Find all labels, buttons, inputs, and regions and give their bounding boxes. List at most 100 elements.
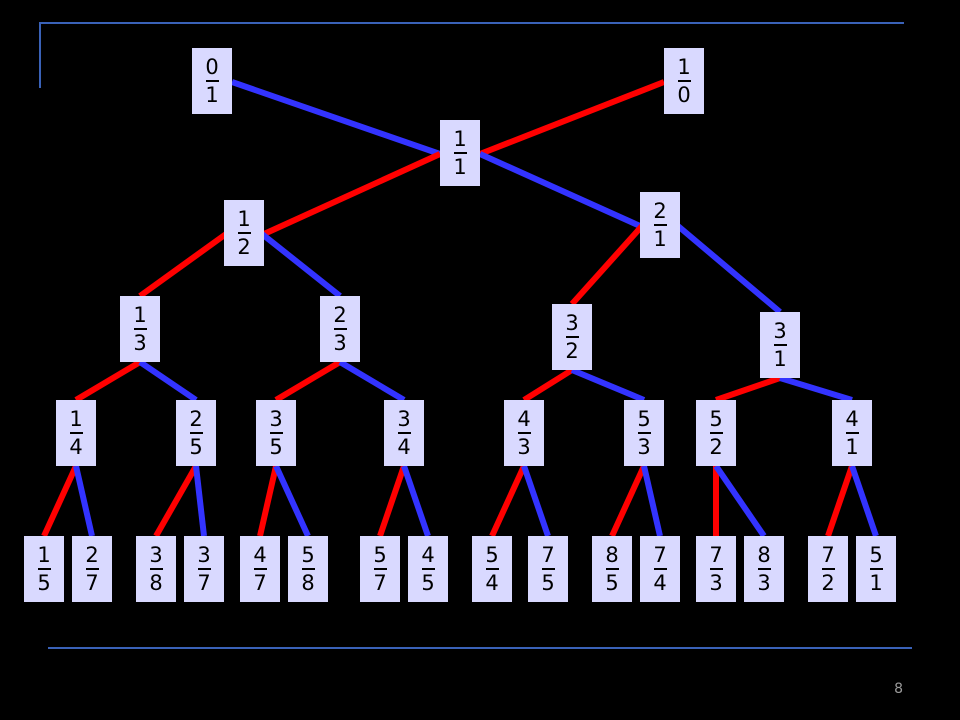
denominator: 1 <box>653 227 667 251</box>
fraction-bar <box>605 568 619 570</box>
edge-n12-n13-left <box>138 231 228 299</box>
fraction-bar <box>541 568 555 570</box>
edge-n12-n23-right <box>260 231 342 299</box>
denominator: 2 <box>821 571 835 595</box>
numerator: 1 <box>453 127 467 151</box>
edge-n34-n57-left <box>377 465 407 537</box>
denominator: 5 <box>605 571 619 595</box>
fraction-bar <box>637 432 651 434</box>
fraction-bar <box>677 80 691 82</box>
denominator: 8 <box>301 571 315 595</box>
edge-n14-n15-left <box>41 464 79 538</box>
edge-n10-n11-left <box>478 79 666 157</box>
numerator: 7 <box>821 543 835 567</box>
numerator: 8 <box>605 543 619 567</box>
denominator: 4 <box>69 435 83 459</box>
denominator: 1 <box>845 435 859 459</box>
numerator: 5 <box>301 543 315 567</box>
edge-n01-n11-right <box>231 79 441 157</box>
denominator: 1 <box>453 155 467 179</box>
denominator: 7 <box>253 571 267 595</box>
denominator: 7 <box>85 571 99 595</box>
edge-n35-n47-left <box>257 465 279 537</box>
denominator: 3 <box>133 331 147 355</box>
denominator: 3 <box>333 331 347 355</box>
numerator: 3 <box>197 543 211 567</box>
fraction-bar <box>565 336 579 338</box>
fraction-bar <box>757 568 771 570</box>
edge-n34-n45-right <box>401 465 431 537</box>
edge-n41-n51-right <box>849 465 879 537</box>
denominator: 5 <box>541 571 555 595</box>
denominator: 4 <box>397 435 411 459</box>
fraction-bar <box>653 224 667 226</box>
numerator: 0 <box>205 55 219 79</box>
fraction-bar <box>773 344 787 346</box>
numerator: 1 <box>237 207 251 231</box>
numerator: 4 <box>517 407 531 431</box>
fraction-bar <box>37 568 51 570</box>
numerator: 5 <box>373 543 387 567</box>
fraction-bar <box>453 152 467 154</box>
denominator: 2 <box>565 339 579 363</box>
fraction-bar <box>237 232 251 234</box>
edge-n43-n75-right <box>521 465 551 537</box>
edge-n53-n74-right <box>641 465 663 537</box>
fraction-bar <box>653 568 667 570</box>
denominator: 1 <box>773 347 787 371</box>
edge-n21-n31-right <box>676 223 782 315</box>
edge-n13-n25-right <box>138 359 198 403</box>
edge-n31-n52-left <box>715 375 781 403</box>
edge-n32-n53-right <box>570 367 646 403</box>
numerator: 7 <box>709 543 723 567</box>
denominator: 1 <box>869 571 883 595</box>
numerator: 3 <box>149 543 163 567</box>
numerator: 8 <box>757 543 771 567</box>
numerator: 7 <box>653 543 667 567</box>
denominator: 5 <box>269 435 283 459</box>
edge-n43-n54-left <box>489 464 527 538</box>
fraction-bar <box>205 80 219 82</box>
bottom-rule <box>48 647 912 649</box>
top-rule-vertical <box>39 22 41 88</box>
fraction-bar <box>333 328 347 330</box>
numerator: 4 <box>421 543 435 567</box>
fraction-bar <box>517 432 531 434</box>
denominator: 3 <box>637 435 651 459</box>
denominator: 1 <box>205 83 219 107</box>
denominator: 2 <box>709 435 723 459</box>
numerator: 1 <box>677 55 691 79</box>
denominator: 0 <box>677 83 691 107</box>
numerator: 2 <box>189 407 203 431</box>
denominator: 3 <box>757 571 771 595</box>
numerator: 1 <box>69 407 83 431</box>
numerator: 5 <box>709 407 723 431</box>
numerator: 2 <box>653 199 667 223</box>
fraction-bar <box>709 432 723 434</box>
fraction-bar <box>197 568 211 570</box>
numerator: 1 <box>37 543 51 567</box>
numerator: 3 <box>773 319 787 343</box>
numerator: 2 <box>333 303 347 327</box>
fraction-bar <box>485 568 499 570</box>
fraction-bar <box>373 568 387 570</box>
denominator: 7 <box>197 571 211 595</box>
